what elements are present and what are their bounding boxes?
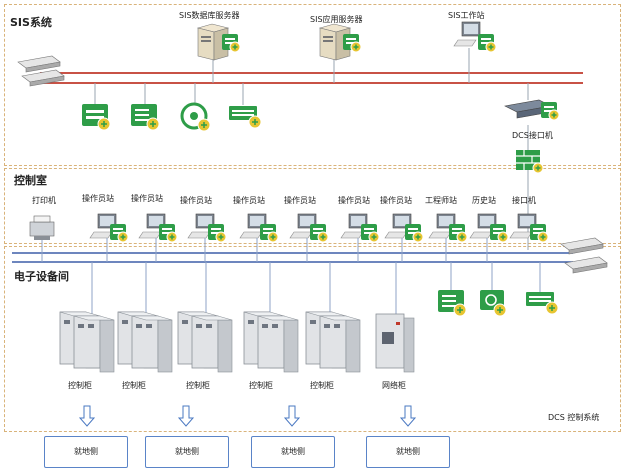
sis-workstation-label: SIS工作站 (448, 11, 485, 20)
field-side-box: 就地侧 (145, 436, 229, 468)
sis-zone-title: SIS系统 (10, 16, 52, 29)
field-side-box: 就地侧 (366, 436, 450, 468)
control-cabinet-label: 控制柜 (68, 381, 92, 390)
control-cabinet-label: 控制柜 (122, 381, 146, 390)
control-cabinet-label: 控制柜 (310, 381, 334, 390)
control-cabinet-label: 控制柜 (249, 381, 273, 390)
field-side-box: 就地侧 (251, 436, 335, 468)
sis-zone (4, 4, 621, 166)
interface-machine-label: 接口机 (512, 196, 536, 205)
dcs-interface-label: DCS接口机 (512, 131, 553, 140)
control-room-title: 控制室 (14, 174, 47, 187)
operator-station-label: 操作员站 (284, 196, 316, 205)
sis-app-server-label: SIS应用服务器 (310, 15, 363, 24)
operator-station-label: 操作员站 (338, 196, 370, 205)
network-cabinet-label: 网络柜 (382, 381, 406, 390)
sis-db-server-label: SIS数据库服务器 (179, 11, 240, 20)
operator-station-label: 操作员站 (82, 194, 114, 203)
equipment-room-zone (4, 246, 621, 432)
printer-label: 打印机 (32, 196, 56, 205)
operator-station-label: 操作员站 (131, 194, 163, 203)
operator-station-label: 操作员站 (180, 196, 212, 205)
field-side-box: 就地侧 (44, 436, 128, 468)
control-room-zone (4, 168, 621, 244)
control-cabinet-label: 控制柜 (186, 381, 210, 390)
operator-station-label: 操作员站 (233, 196, 265, 205)
history-station-label: 历史站 (472, 196, 496, 205)
dcs-system-label: DCS 控制系统 (548, 413, 600, 422)
engineer-station-label: 工程师站 (425, 196, 457, 205)
equipment-room-title: 电子设备间 (14, 270, 69, 283)
operator-station-label: 操作员站 (380, 196, 412, 205)
